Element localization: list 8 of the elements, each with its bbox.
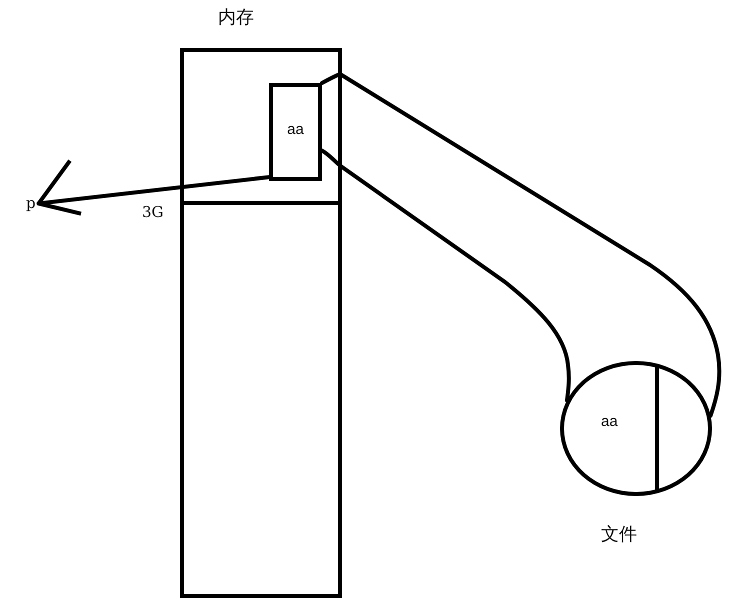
label: 3G <box>142 205 164 220</box>
curved-line <box>320 148 571 402</box>
heading: 内存 <box>218 9 254 27</box>
label: aa <box>601 414 618 429</box>
label: 文件 <box>601 526 637 544</box>
label: p <box>23 196 39 211</box>
text-box: aa <box>269 83 322 181</box>
curved-line <box>320 72 722 418</box>
